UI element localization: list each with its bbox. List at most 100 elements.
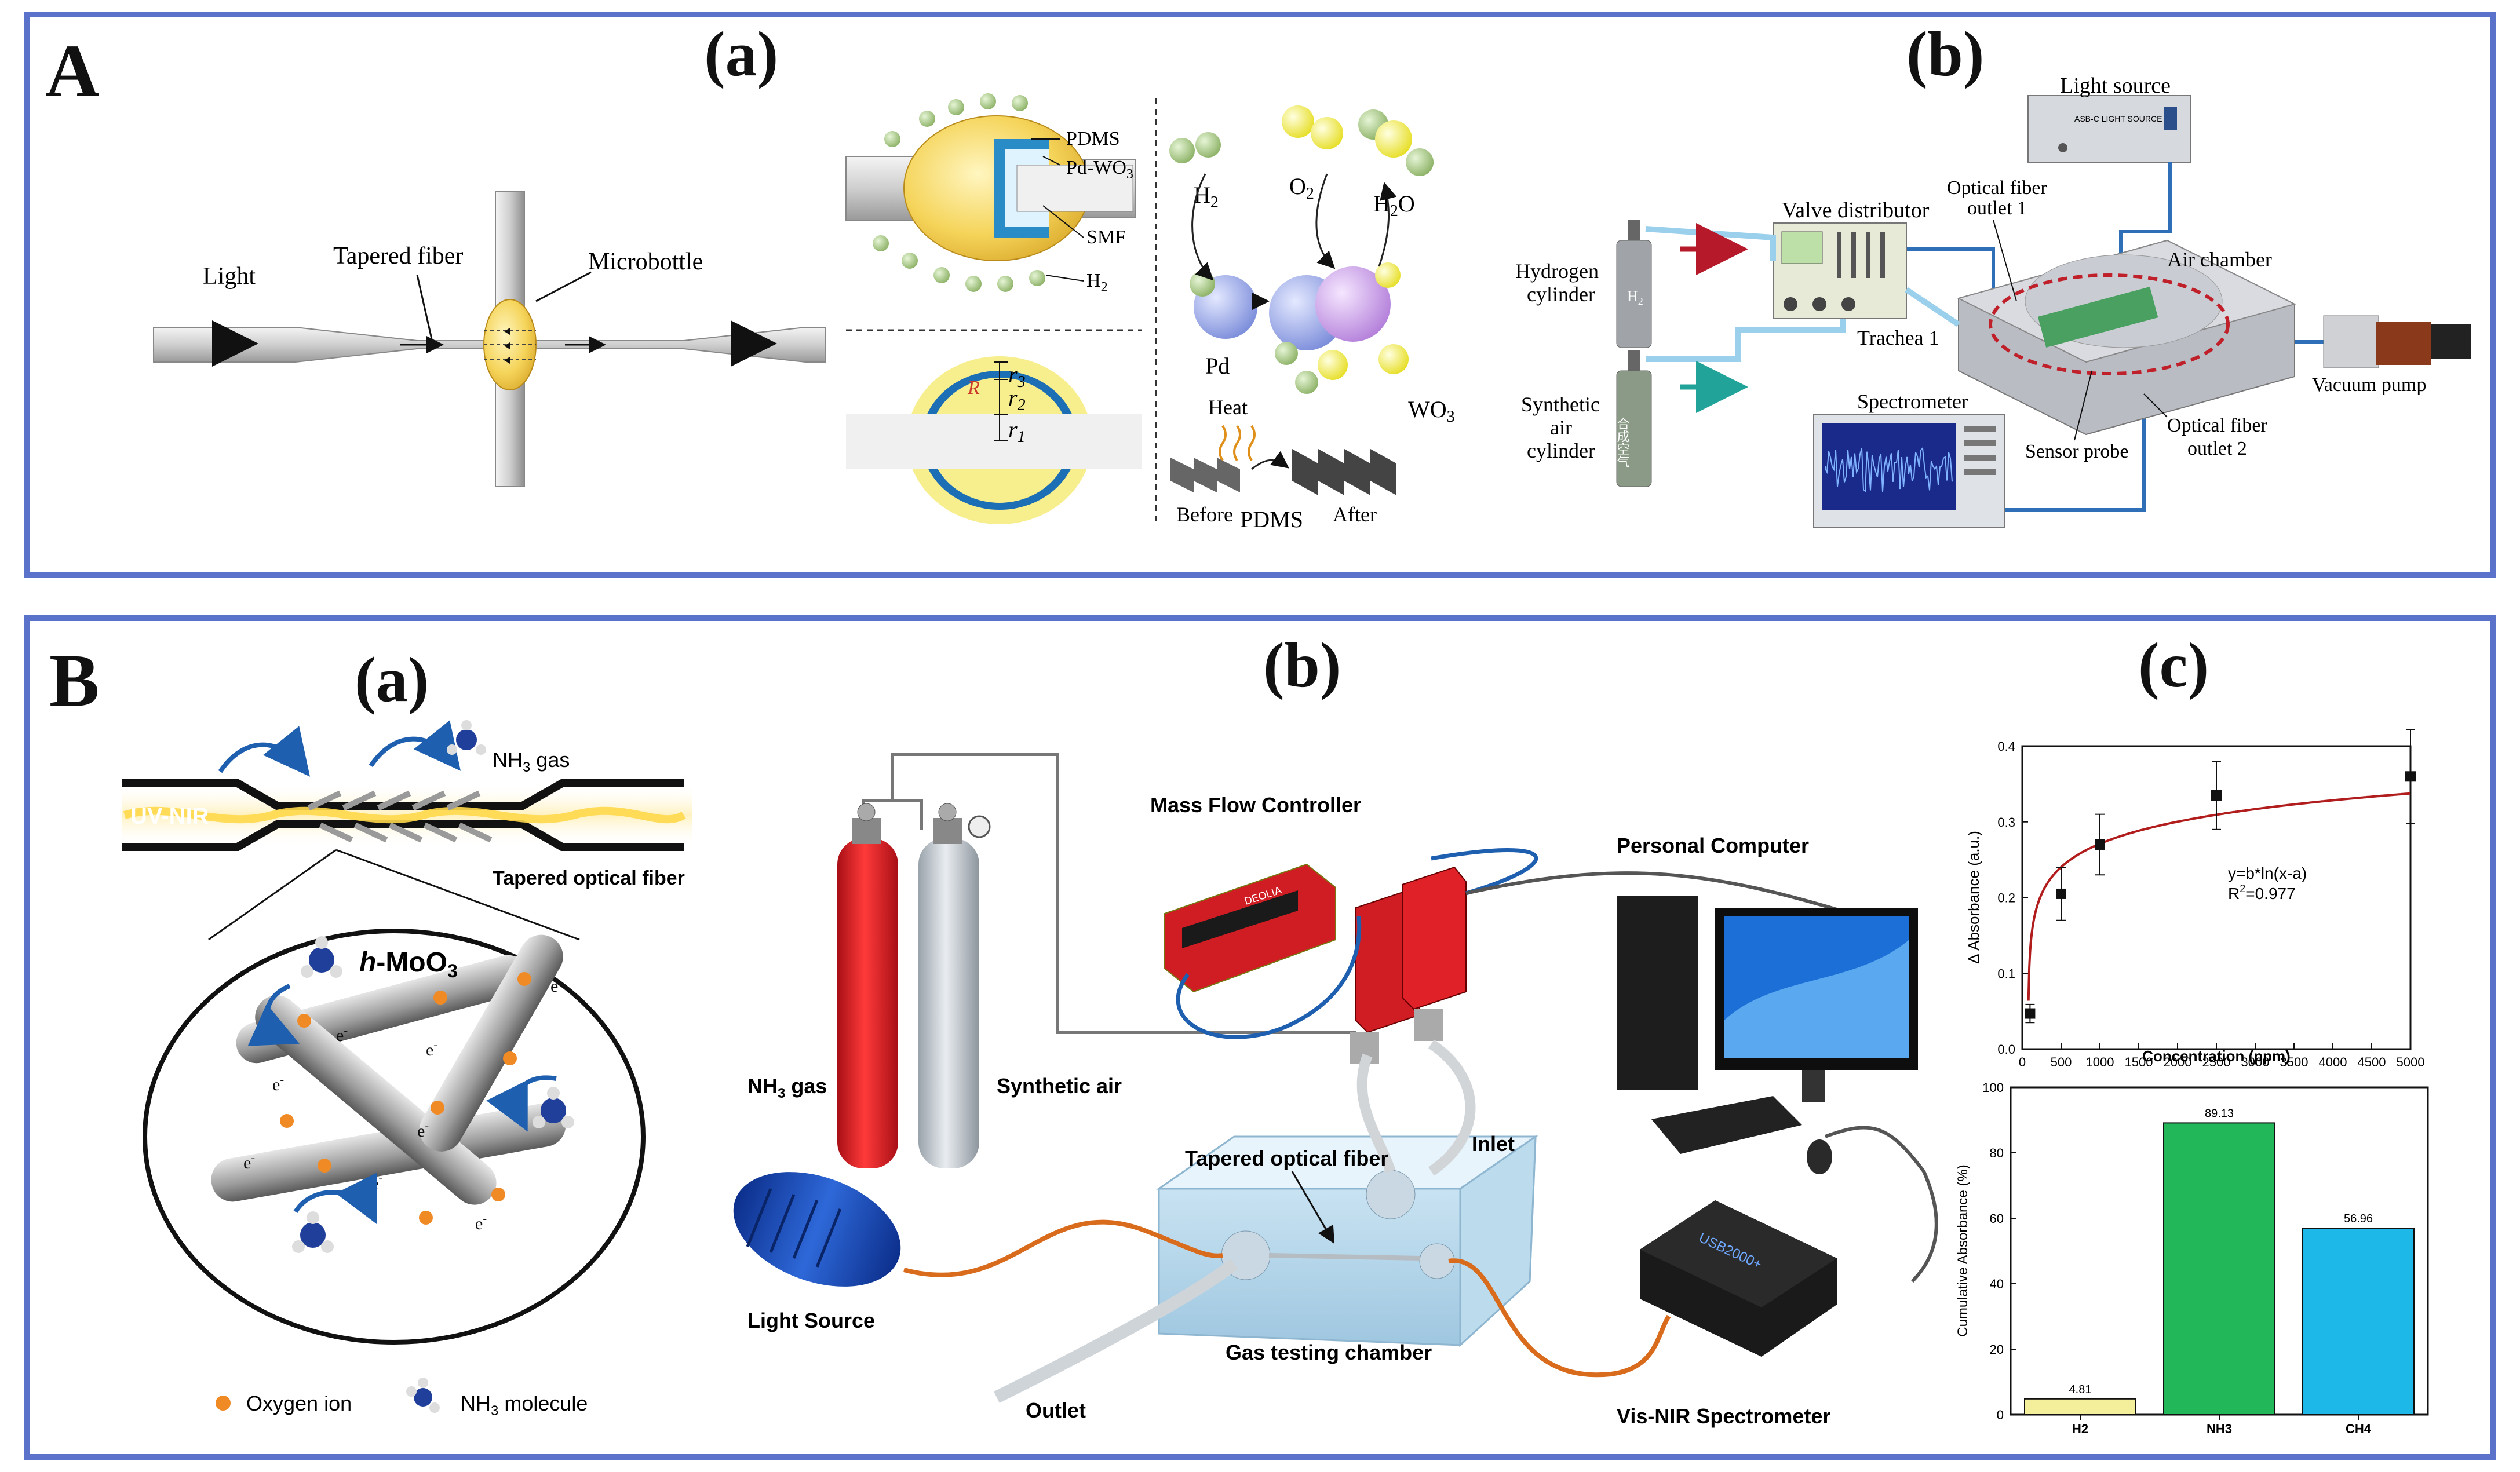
data-point <box>2095 839 2105 850</box>
panel-b-sub-c: (c) <box>2138 630 2209 700</box>
label-outlet1-l2: outlet 1 <box>1967 198 2027 219</box>
heat-icon <box>1219 425 1256 462</box>
bar-value-label: 4.81 <box>2069 1383 2092 1396</box>
scatter-ylabel: Δ Absorbance (a.u.) <box>1965 831 1982 964</box>
label-valve-distributor: Valve distributor <box>1782 198 1930 222</box>
label-outlet2-l2: outlet 2 <box>2187 438 2247 459</box>
label-air-chamber: Air chamber <box>2167 248 2272 271</box>
panel-b-sub-b: (b) <box>1263 630 1341 700</box>
label-vacuum-pump: Vacuum pump <box>2312 374 2426 396</box>
panel-a-letter: A <box>45 30 100 113</box>
label-synthetic-air: Synthetic air <box>997 1074 1122 1098</box>
data-point <box>2405 771 2416 782</box>
mouse <box>1807 1139 1832 1174</box>
nh3-cylinder <box>837 838 898 1168</box>
keyboard <box>1651 1096 1802 1154</box>
label-personal-computer: Personal Computer <box>1617 834 1809 857</box>
label-synthetic-l3: cylinder <box>1527 439 1595 462</box>
bar <box>2302 1228 2415 1416</box>
label-smf: SMF <box>1086 227 1126 248</box>
mechanism-diagram: H2 O2 H2O Pd WO3 Heat Before PDMS After <box>1169 105 1455 532</box>
coated-bottle-diagram: PDMS Pd-WO3 SMF H2 <box>845 93 1136 295</box>
label-pd: Pd <box>1205 353 1230 379</box>
label-after: After <box>1333 503 1377 526</box>
label-outlet: Outlet <box>1026 1398 1086 1422</box>
scatter-ytick-label: 0.1 <box>1997 966 2015 981</box>
scatter-xtick-label: 4500 <box>2358 1055 2386 1069</box>
bar-ytick-label: 40 <box>1990 1277 2004 1291</box>
svg-text:ASB-C LIGHT SOURCE: ASB-C LIGHT SOURCE <box>2074 114 2162 123</box>
panel-b-letter: B <box>49 639 100 722</box>
label-heat: Heat <box>1208 396 1248 419</box>
label-outlet2-l1: Optical fiber <box>2167 415 2267 436</box>
label-light-source: Light source <box>2060 74 2171 98</box>
tapered-fiber-mechanism: NH3 gas UV-NIR Tapered optical fiber e- … <box>122 720 692 1419</box>
vacuum-pump <box>2323 315 2379 368</box>
label-pd-wo3: Pd-WO3 <box>1066 157 1133 182</box>
label-sensor-probe: Sensor probe <box>2025 441 2128 462</box>
label-uv-nir: UV-NIR <box>130 803 209 829</box>
label-hmoo3: h-MoO3 <box>359 947 458 981</box>
label-nh3-gas-a: NH3 gas <box>493 748 570 775</box>
scatter-xtick-label: 2500 <box>2202 1055 2231 1069</box>
label-oxygen-ion: Oxygen ion <box>246 1391 352 1415</box>
scatter-xtick-label: 3500 <box>2280 1055 2309 1069</box>
label-hydrogen-l1: Hydrogen <box>1515 260 1599 283</box>
label-wo3: WO3 <box>1408 396 1455 426</box>
scatter-ytick-label: 0.2 <box>1997 891 2015 905</box>
bar <box>2163 1122 2275 1416</box>
label-synthetic-l2: air <box>1550 416 1572 439</box>
panel-a-sub-a: (a) <box>704 19 779 89</box>
scatter-xtick-label: 4000 <box>2319 1055 2347 1069</box>
label-nh3-gas-b: NH3 gas <box>747 1074 827 1101</box>
scatter-xtick-label: 3000 <box>2241 1055 2270 1069</box>
data-point <box>2211 790 2222 801</box>
label-pdms-2: PDMS <box>1240 506 1303 532</box>
microbottle-schematic: Light Tapered fiber Microbottle PDMS Pd-… <box>153 74 2471 532</box>
label-tapered-fiber: Tapered fiber <box>333 243 463 269</box>
label-R: R <box>967 377 980 399</box>
scatter-xtick-label: 2000 <box>2164 1055 2192 1069</box>
label-r1: r1 <box>1008 417 1026 446</box>
label-light-source-b: Light Source <box>747 1309 875 1332</box>
scatter-xlabel: Concentration (ppm) <box>2142 1047 2291 1065</box>
label-pdms: PDMS <box>1066 128 1120 149</box>
scatter-ytick-label: 0.4 <box>1997 739 2015 754</box>
fit-equation: y=b*ln(x-a) <box>2228 864 2307 882</box>
data-point <box>2056 888 2066 899</box>
label-r3: r3 <box>1008 361 1026 391</box>
light-source-cylinder <box>733 1172 901 1287</box>
label-r2: r2 <box>1008 385 1026 414</box>
radius-cross-section: r3 r2 r1 R <box>846 356 1142 524</box>
scatter-ytick-label: 0.0 <box>1997 1042 2015 1057</box>
bar-ytick-label: 80 <box>1990 1146 2004 1160</box>
label-h2-tank: H2 <box>1627 288 1643 307</box>
label-before: Before <box>1176 503 1233 526</box>
label-synthetic-l1: Synthetic <box>1521 393 1600 416</box>
pdms-before-icon <box>1170 458 1240 492</box>
bar-category-label: NH3 <box>2207 1422 2232 1436</box>
scatter-xtick-label: 1000 <box>2086 1055 2114 1069</box>
panel-a-sub-b: (b) <box>1906 19 1985 89</box>
label-synthetic-tank: 合成空气 <box>1615 417 1630 468</box>
ammonia-setup: NH3 gas Synthetic air DEOLIA Mass Flow C… <box>733 753 1938 1428</box>
fit-r2: R2=0.977 <box>2228 883 2296 903</box>
label-mech-h2: H2 <box>1194 182 1219 211</box>
scatter-xtick-label: 500 <box>2051 1055 2072 1069</box>
synthetic-air-cylinder-b <box>918 838 979 1168</box>
bar <box>2024 1398 2136 1415</box>
bar-category-label: H2 <box>2072 1422 2088 1436</box>
label-gas-testing-chamber: Gas testing chamber <box>1226 1340 1432 1364</box>
scatter-xtick-label: 0 <box>2019 1055 2026 1069</box>
light-source-box <box>2027 95 2191 163</box>
hydrogen-setup: ASB-C LIGHT SOURCE Light source Valve di… <box>1515 74 2471 528</box>
label-mass-flow-controller: Mass Flow Controller <box>1150 793 1361 817</box>
label-tapered-optical-fiber-a: Tapered optical fiber <box>493 867 685 889</box>
label-mech-h2o: H2O <box>1373 191 1415 220</box>
bar-value-label: 89.13 <box>2205 1107 2234 1120</box>
nh3-molecules <box>292 936 574 1253</box>
label-light: Light <box>203 263 256 290</box>
fit-curve <box>2027 792 2411 1001</box>
